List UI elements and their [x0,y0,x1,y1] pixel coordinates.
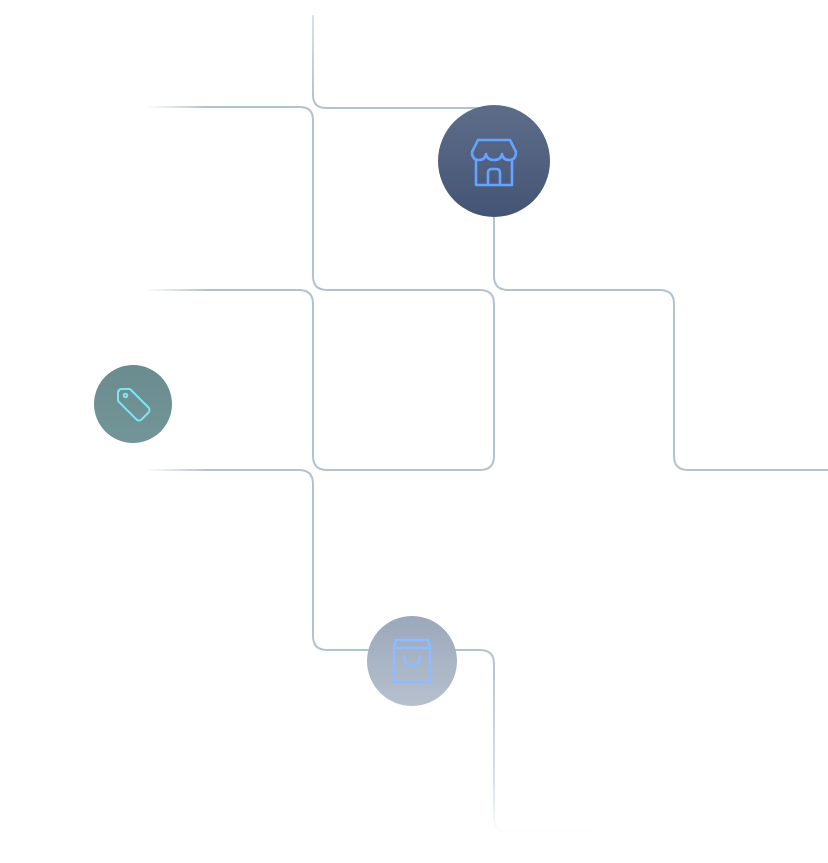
connector-lines [130,15,828,833]
store-node[interactable] [438,105,550,217]
store-icon [470,138,518,187]
connector-top-left [130,106,495,651]
connector-top-vertical [312,15,496,109]
shopping-bag-icon [392,638,432,684]
tag-icon [117,388,151,422]
connector-bag-tail [455,649,591,833]
connector-store-right [493,215,828,471]
tag-node[interactable] [94,365,172,443]
bag-node[interactable] [367,616,457,706]
